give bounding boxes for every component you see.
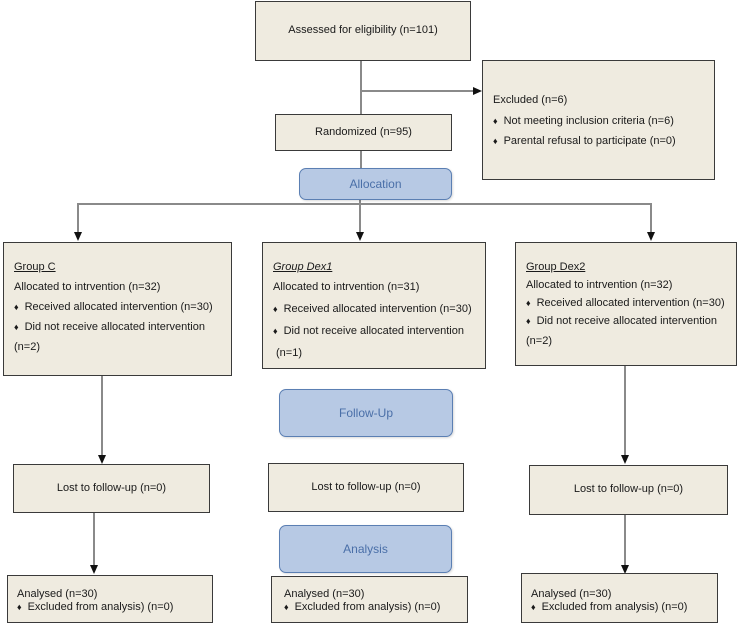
analysed-dex2-box: Analysed (n=30) ♦Excluded from analysis)… bbox=[521, 573, 718, 623]
group-c-name: Group C bbox=[14, 261, 56, 273]
lost-followup-dex2-box: Lost to follow-up (n=0) bbox=[529, 465, 728, 515]
analysis-label: Analysis bbox=[343, 542, 388, 556]
group-dex2-not-received-n: (n=2) bbox=[526, 335, 552, 347]
connector-to-group-dex2 bbox=[650, 203, 652, 232]
group-dex2-not-received: ♦Did not receive allocated intervention bbox=[526, 315, 717, 327]
eligibility-text: Assessed for eligibility (n=101) bbox=[288, 24, 438, 37]
randomized-box: Randomized (n=95) bbox=[275, 114, 452, 151]
lost-followup-c-text: Lost to follow-up (n=0) bbox=[56, 481, 167, 494]
group-c-box: Group C Allocated to intrvention (n=32) … bbox=[3, 242, 232, 376]
bullet-icon: ♦ bbox=[14, 322, 19, 332]
bullet-icon: ♦ bbox=[284, 602, 289, 612]
arrow-to-lost-dex2 bbox=[621, 455, 629, 464]
connector-group-dex2-lost bbox=[624, 365, 626, 455]
lost-followup-dex2-text: Lost to follow-up (n=0) bbox=[573, 483, 684, 496]
group-dex2-allocated: Allocated to intrvention (n=32) bbox=[526, 279, 673, 291]
bullet-icon: ♦ bbox=[493, 136, 498, 146]
analysis-stage: Analysis bbox=[279, 525, 452, 573]
allocation-stage: Allocation bbox=[299, 168, 452, 200]
followup-stage: Follow-Up bbox=[279, 389, 453, 437]
group-dex1-name: Group Dex1 bbox=[273, 261, 333, 273]
analysed-dex1-box: Analysed (n=30) ♦Excluded from analysis)… bbox=[271, 576, 468, 623]
excluded-box: Excluded (n=6) ♦ Not meeting inclusion cr… bbox=[482, 60, 715, 180]
connector-lost-c-analysed bbox=[93, 512, 95, 565]
bullet-icon: ♦ bbox=[14, 302, 19, 312]
followup-label: Follow-Up bbox=[338, 406, 393, 420]
allocation-label: Allocation bbox=[349, 177, 402, 191]
analysed-dex2-text: Analysed (n=30) bbox=[531, 588, 612, 600]
analysed-c-text: Analysed (n=30) bbox=[17, 588, 98, 600]
eligibility-box: Assessed for eligibility (n=101) bbox=[255, 1, 471, 61]
group-dex1-box: Group Dex1 Allocated to intrvention (n=3… bbox=[262, 242, 486, 369]
randomized-text: Randomized (n=95) bbox=[315, 125, 412, 138]
group-c-received: ♦Received allocated intervention (n=30) bbox=[14, 301, 213, 313]
group-dex2-received: ♦Received allocated intervention (n=30) bbox=[526, 297, 725, 309]
excluded-item-text: Not meeting inclusion criteria (n=6) bbox=[503, 115, 674, 127]
group-dex1-allocated: Allocated to intrvention (n=31) bbox=[273, 281, 420, 293]
bullet-icon: ♦ bbox=[273, 326, 278, 336]
arrow-to-group-c bbox=[74, 232, 82, 241]
connector-lost-dex2-analysed bbox=[624, 514, 626, 565]
bullet-icon: ♦ bbox=[17, 602, 22, 612]
analysed-dex2-excluded: ♦Excluded from analysis) (n=0) bbox=[531, 601, 688, 613]
analysed-dex1-excluded: ♦Excluded from analysis) (n=0) bbox=[284, 601, 441, 613]
connector-to-group-dex1 bbox=[359, 196, 361, 232]
bullet-icon: ♦ bbox=[273, 304, 278, 314]
connector-eligibility-randomized bbox=[360, 60, 362, 115]
analysed-c-box: Analysed (n=30) ♦Excluded from analysis)… bbox=[7, 575, 213, 623]
arrow-to-group-dex1 bbox=[356, 232, 364, 241]
group-c-not-received: ♦Did not receive allocated intervention bbox=[14, 321, 205, 333]
excluded-title: Excluded (n=6) bbox=[493, 94, 568, 106]
arrow-to-analysed-dex2 bbox=[621, 565, 629, 574]
connector-allocation-split bbox=[77, 203, 651, 205]
group-dex1-received: ♦Received allocated intervention (n=30) bbox=[273, 303, 472, 315]
arrow-to-group-dex2 bbox=[647, 232, 655, 241]
excluded-item: ♦ Parental refusal to participate (n=0) bbox=[493, 135, 676, 149]
analysed-c-excluded: ♦Excluded from analysis) (n=0) bbox=[17, 601, 174, 613]
bullet-icon: ♦ bbox=[531, 602, 536, 612]
excluded-item-text: Parental refusal to participate (n=0) bbox=[503, 135, 676, 147]
connector-to-group-c bbox=[77, 203, 79, 232]
connector-randomized-allocation bbox=[360, 150, 362, 168]
group-dex1-not-received: ♦Did not receive allocated intervention bbox=[273, 325, 464, 337]
excluded-item: ♦ Not meeting inclusion criteria (n=6) bbox=[493, 115, 674, 129]
bullet-icon: ♦ bbox=[526, 316, 531, 326]
lost-followup-dex1-text: Lost to follow-up (n=0) bbox=[311, 480, 421, 493]
analysed-dex1-text: Analysed (n=30) bbox=[284, 588, 365, 600]
group-dex2-name: Group Dex2 bbox=[526, 261, 586, 273]
lost-followup-dex1-box: Lost to follow-up (n=0) bbox=[268, 463, 464, 512]
bullet-icon: ♦ bbox=[526, 298, 531, 308]
group-dex2-box: Group Dex2 Allocated to intrvention (n=3… bbox=[515, 242, 737, 366]
lost-followup-c-box: Lost to follow-up (n=0) bbox=[13, 464, 210, 513]
group-dex1-not-received-n: (n=1) bbox=[276, 347, 302, 359]
connector-group-c-lost bbox=[101, 375, 103, 455]
group-c-allocated: Allocated to intrvention (n=32) bbox=[14, 281, 161, 293]
arrow-to-lost-c bbox=[98, 455, 106, 464]
arrow-to-excluded bbox=[473, 87, 482, 95]
arrow-to-analysed-c bbox=[90, 565, 98, 574]
bullet-icon: ♦ bbox=[493, 116, 498, 126]
connector-excluded-branch bbox=[361, 90, 473, 92]
group-c-not-received-n: (n=2) bbox=[14, 341, 40, 353]
